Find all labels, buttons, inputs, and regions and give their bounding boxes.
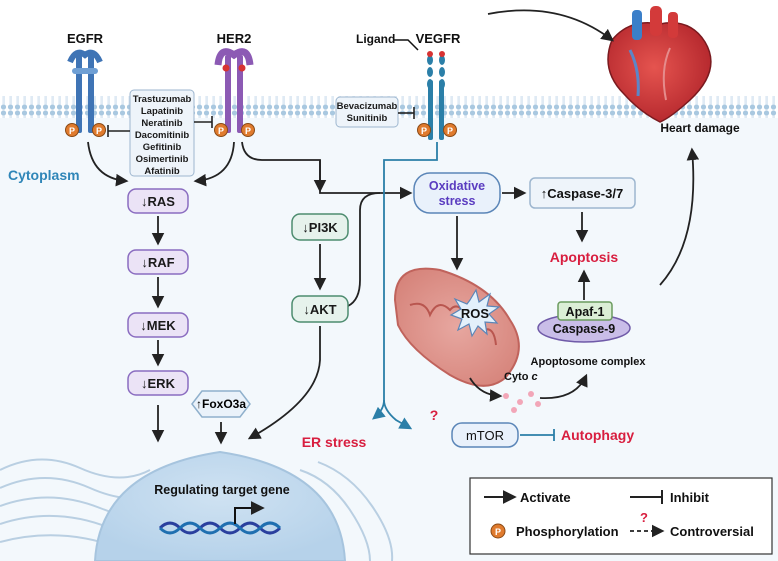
mek-node: ↓MEK xyxy=(140,318,176,333)
cytoc-to-apoptosome-arrow xyxy=(539,373,588,399)
apoptosis-to-heart-arrow xyxy=(659,147,700,286)
svg-text:P: P xyxy=(218,126,224,136)
ros-label: ROS xyxy=(461,306,490,321)
caspase37-label: ↑Caspase-3/7 xyxy=(541,186,623,201)
svg-text:Phosphorylation: Phosphorylation xyxy=(516,524,619,539)
egfr-her2-drug-box xyxy=(129,89,195,177)
oxidative-label-2: stress xyxy=(439,194,476,208)
svg-text:P: P xyxy=(495,527,501,537)
dna-helix xyxy=(158,521,282,535)
legend-box xyxy=(469,477,773,555)
caspase37-node xyxy=(529,177,636,209)
mtor-node xyxy=(451,422,519,448)
svg-text:Inhibit: Inhibit xyxy=(670,490,710,505)
svg-text:Controversial: Controversial xyxy=(670,524,754,539)
legend-activate: Activate xyxy=(484,490,571,505)
receptor-connectors xyxy=(87,141,413,307)
oxidative-label-1: Oxidative xyxy=(429,179,485,193)
erk-node: ↓ERK xyxy=(141,376,176,391)
mtor-inhibit-line xyxy=(520,429,555,441)
vegfr-pathway-line xyxy=(372,142,438,430)
svg-text:P: P xyxy=(421,126,427,136)
vegfr-receptor xyxy=(427,51,445,140)
er-right xyxy=(299,461,394,561)
phospho-vegfr: P P xyxy=(417,123,457,137)
svg-text:?: ? xyxy=(640,510,648,525)
egfr-receptor xyxy=(67,49,103,133)
apoptosome-label: Apoptosome complex xyxy=(531,356,647,368)
drug-list-egfr-her2: Trastuzumab Lapatinib Neratinib Dacomiti… xyxy=(133,94,192,177)
akt-node: ↓AKT xyxy=(303,302,336,317)
nucleus-label: Regulating target gene xyxy=(154,483,289,497)
er-stress-label: ER stress xyxy=(302,434,367,450)
foxo3a-label: ↑FoxO3a xyxy=(196,397,246,411)
legend-inhibit: Inhibit xyxy=(630,490,710,505)
pi3k-arrows xyxy=(247,244,327,440)
phospho-her2: P P xyxy=(214,123,255,137)
heart-damage-label: Heart damage xyxy=(660,121,740,135)
svg-text:Dacomitinib: Dacomitinib xyxy=(135,130,190,141)
apoptosis-label: Apoptosis xyxy=(550,249,619,265)
svg-text:P: P xyxy=(96,126,102,136)
apaf1-node xyxy=(557,301,613,321)
svg-text:P: P xyxy=(245,126,251,136)
her2-label: HER2 xyxy=(217,31,252,46)
svg-text:Neratinib: Neratinib xyxy=(141,118,182,129)
mtor-label: mTOR xyxy=(466,428,504,443)
drug-bevacizumab: Bevacizumab xyxy=(337,101,398,112)
pi3k-akt: ↓PI3K ↓AKT xyxy=(291,213,349,323)
cyto-c-dots xyxy=(503,391,541,413)
heart-image xyxy=(607,6,712,123)
svg-text:P: P xyxy=(447,126,453,136)
transcription-arrow-icon xyxy=(234,501,265,524)
vegfr-drug-box xyxy=(335,96,399,128)
drug-inhibit-lines xyxy=(107,116,213,137)
legend-controversial: ? Controversial xyxy=(630,510,754,539)
her2-receptor xyxy=(214,48,254,133)
apaf1-label: Apaf-1 xyxy=(566,305,605,319)
oxidative-stress-node xyxy=(413,172,501,214)
mito-to-cytoc-arrow xyxy=(469,377,503,402)
egfr-label: EGFR xyxy=(67,31,104,46)
vegfr-label: VEGFR xyxy=(416,31,461,46)
drug-sunitinib: Sunitinib xyxy=(347,113,388,124)
mapk-cascade: ↓RAS ↓RAF ↓MEK ↓ERK xyxy=(127,188,189,396)
ros-burst-icon xyxy=(449,288,501,338)
raf-node: ↓RAF xyxy=(141,255,174,270)
cytoplasm-label: Cytoplasm xyxy=(8,167,80,183)
svg-text:Osimertinib: Osimertinib xyxy=(136,154,189,165)
pi3k-node: ↓PI3K xyxy=(302,220,338,235)
svg-text:P: P xyxy=(69,126,75,136)
svg-text:Trastuzumab: Trastuzumab xyxy=(133,94,192,105)
controversial-question-mark: ? xyxy=(430,407,439,423)
receptor-to-heart-arrow xyxy=(487,9,614,42)
caspase9-label: Caspase-9 xyxy=(553,322,616,336)
ligand-label: Ligand xyxy=(356,32,395,46)
svg-text:Gefitinib: Gefitinib xyxy=(143,142,182,153)
autophagy-label: Autophagy xyxy=(561,427,634,443)
svg-text:Lapatinib: Lapatinib xyxy=(141,106,183,117)
ligand-line xyxy=(394,39,419,51)
vegfr-inhibit-line xyxy=(398,107,415,119)
svg-text:Afatinib: Afatinib xyxy=(144,166,180,177)
nucleus: Regulating target gene xyxy=(93,450,347,561)
foxo3a-node xyxy=(191,390,251,418)
legend-phosphorylation: P Phosphorylation xyxy=(490,523,619,539)
phospho-egfr: P P xyxy=(65,123,106,137)
svg-text:Activate: Activate xyxy=(520,490,571,505)
ras-node: ↓RAS xyxy=(141,194,175,209)
